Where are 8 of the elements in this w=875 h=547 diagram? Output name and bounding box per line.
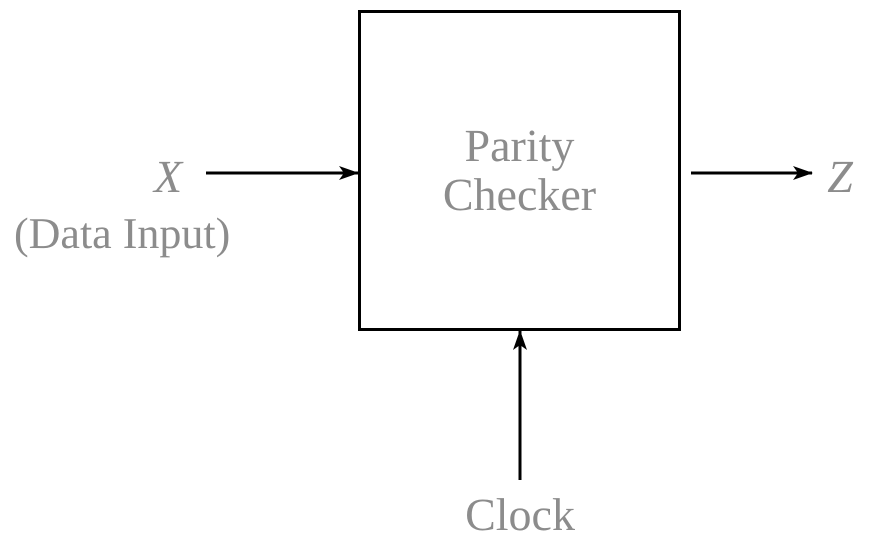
clock-label: Clock (440, 485, 600, 545)
input-label: X (140, 148, 196, 206)
arrow (513, 330, 527, 480)
arrow (206, 166, 359, 180)
process-box: Parity Checker (358, 10, 681, 331)
caption-text: (Data Input) (14, 212, 230, 256)
output-label: Z (812, 148, 868, 206)
arrow (691, 166, 813, 180)
